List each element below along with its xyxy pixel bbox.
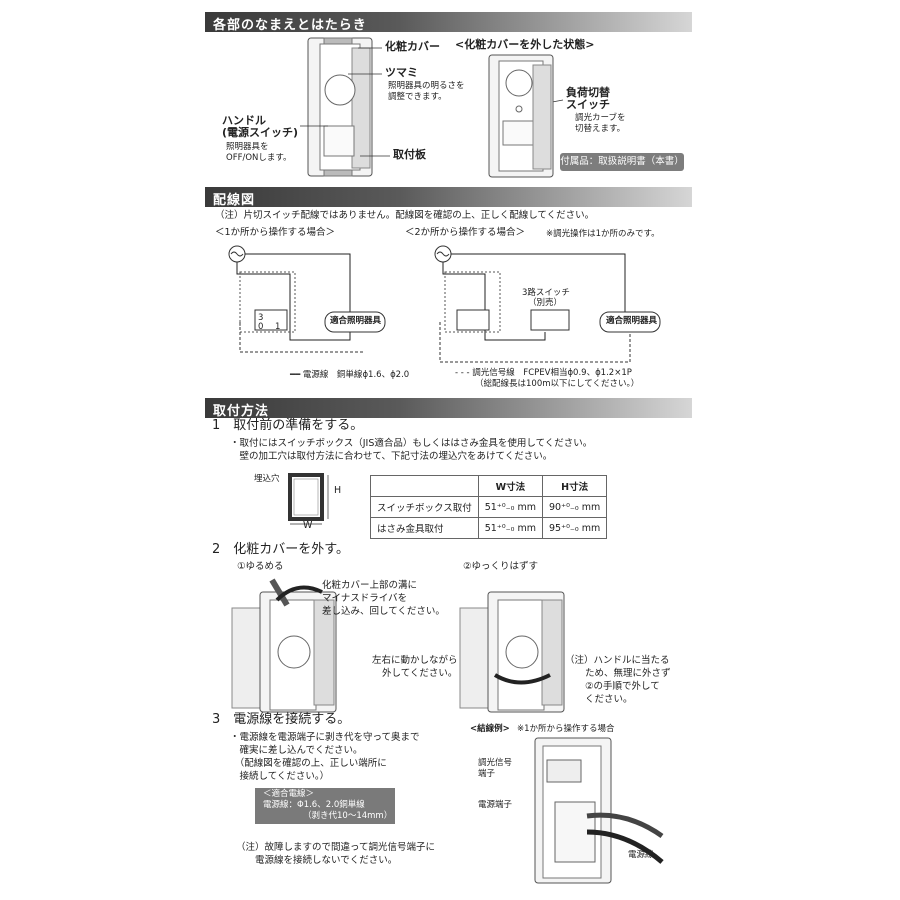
dimension-table: W寸法 H寸法 スイッチボックス取付 51⁺⁰₋₀ mm 90⁺⁰₋₀ mm は… xyxy=(370,475,608,539)
step-3-title: 3 電源線を接続する。 xyxy=(212,712,351,727)
remove-desc-2: 外してください。 xyxy=(382,668,458,679)
accessory-badge: 付属品：取扱説明書（本書） xyxy=(560,153,684,171)
plate-label: 取付板 xyxy=(393,148,426,161)
terminal-3-a: 3 xyxy=(258,313,264,323)
fixture-label-2: 適合照明器具 xyxy=(606,316,658,326)
table-cell: 51⁺⁰₋₀ mm xyxy=(477,517,543,539)
signal-terminal-label-2: 端子 xyxy=(478,769,496,779)
load-switch-label-2: スイッチ xyxy=(566,98,610,111)
legend-power: ━━ 電源線 銅単線ϕ1.6、ϕ2.0 xyxy=(290,370,410,380)
handle-desc-2: OFF/ONします。 xyxy=(226,153,292,163)
h-dimension-label: H xyxy=(334,485,342,496)
section-title-install: 取付方法 xyxy=(213,404,270,419)
power-wire-label: 電源線 xyxy=(628,850,654,860)
table-cell: はさみ金具取付 xyxy=(370,517,479,539)
step-1-text-2: 壁の加工穴は取付方法に合わせて、下記寸法の埋込穴をあけてください。 xyxy=(230,451,553,462)
three-way-label-1: 3路スイッチ xyxy=(522,288,570,298)
handle-desc-1: 照明器具を xyxy=(226,142,269,152)
cover-label: 化粧カバー xyxy=(385,40,440,53)
loosen-label: ①ゆるめる xyxy=(237,561,284,572)
step-3-text-2: 確実に差し込んでください。 xyxy=(230,745,363,756)
example-note: ※1か所から操作する場合 xyxy=(517,724,615,734)
step-3-text-1: ・電源線を電源端子に剥き代を守って奥まで xyxy=(230,732,420,743)
remove-note-1: （注）ハンドルに当たる xyxy=(565,655,670,666)
table-row: はさみ金具取付 51⁺⁰₋₀ mm 95⁺⁰₋₀ mm xyxy=(370,517,608,539)
remove-slowly-label: ②ゆっくりはずす xyxy=(463,561,539,572)
table-cell: スイッチボックス取付 xyxy=(370,496,479,518)
table-cell: 90⁺⁰₋₀ mm xyxy=(541,496,608,518)
wire-spec-title: ＜適合電線＞ xyxy=(263,789,315,799)
legend-signal-2: （総配線長は100m以下にしてください。） xyxy=(475,379,640,389)
remove-note-3: ②の手順で外して xyxy=(585,681,660,692)
step-3-note-2: 電源線を接続しないでください。 xyxy=(236,855,398,866)
table-header-cell: W寸法 xyxy=(477,475,543,497)
fixture-label-1: 適合照明器具 xyxy=(330,316,382,326)
wire-spec-line-2: （剥き代10〜14mm） xyxy=(303,811,393,821)
step-2-title: 2 化粧カバーを外す。 xyxy=(212,542,349,557)
legend-signal: - - - 調光信号線 FCPEV相当ϕ0.9、ϕ1.2×1P xyxy=(455,368,632,378)
wire-spec-box: ＜適合電線＞ 電源線：Φ1.6、2.0銅単線 （剥き代10〜14mm） xyxy=(255,788,395,824)
wiring-example-illustration xyxy=(534,737,664,884)
step-3-text-4: 接続してください。） xyxy=(230,771,330,782)
section-header-wiring: 配線図 xyxy=(205,187,692,208)
table-row: スイッチボックス取付 51⁺⁰₋₀ mm 90⁺⁰₋₀ mm xyxy=(370,496,608,518)
terminal-1-a: 1 xyxy=(275,322,281,332)
removed-title: <化粧カバーを外した状態> xyxy=(455,38,595,51)
table-header-cell: H寸法 xyxy=(541,475,608,497)
table-cell: 51⁺⁰₋₀ mm xyxy=(477,496,543,518)
loosen-desc-3: 差し込み、回してください。 xyxy=(322,606,445,617)
power-terminal-label: 電源端子 xyxy=(478,800,513,810)
load-switch-label-1: 負荷切替 xyxy=(566,86,610,99)
section-header-names: 各部のなまえとはたらき xyxy=(205,12,692,33)
mounting-hole-diagram xyxy=(288,473,329,525)
handle-label-1: ハンドル xyxy=(222,114,266,127)
wiring-case-2-note: ※調光操作は1か所のみです。 xyxy=(546,229,660,239)
signal-terminal-label-1: 調光信号 xyxy=(478,758,513,768)
wiring-case-2: ＜2か所から操作する場合＞ xyxy=(405,227,526,238)
section-header-install: 取付方法 xyxy=(205,398,692,419)
load-desc-1: 調光カーブを xyxy=(575,113,626,123)
remove-note-2: ため、無理に外さず xyxy=(585,668,671,679)
three-way-label-2: （別売） xyxy=(528,298,563,308)
remove-cover-illustration xyxy=(459,591,565,713)
loosen-cover-illustration xyxy=(231,578,337,713)
section-title-wiring: 配線図 xyxy=(213,193,256,208)
knob-desc-2: 調整できます。 xyxy=(388,92,447,102)
knob-desc-1: 照明器具の明るさを xyxy=(388,81,465,91)
section-title-names: 各部のなまえとはたらき xyxy=(213,18,367,33)
step-3-note-1: （注）故障しますので間違って調光信号端子に xyxy=(236,842,436,853)
remove-desc-1: 左右に動かしながら xyxy=(372,655,458,666)
loosen-desc-1: 化粧カバー上部の溝に xyxy=(322,580,418,591)
table-header-cell xyxy=(370,475,479,497)
wiring-diagram-double xyxy=(434,245,661,363)
table-cell: 95⁺⁰₋₀ mm xyxy=(541,517,608,539)
wire-spec-line-1: 電源線：Φ1.6、2.0銅単線 xyxy=(263,800,365,810)
wiring-note: （注）片切スイッチ配線ではありません。配線図を確認の上、正しく配線してください。 xyxy=(215,210,595,221)
remove-note-4: ください。 xyxy=(585,694,633,705)
wiring-diagram-single xyxy=(228,245,386,353)
table-header-row: W寸法 H寸法 xyxy=(370,475,608,497)
wiring-case-1: ＜1か所から操作する場合＞ xyxy=(215,227,336,238)
load-desc-2: 切替えます。 xyxy=(575,124,626,134)
knob-label: ツマミ xyxy=(385,66,418,79)
step-1-text-1: ・取付にはスイッチボックス（JIS適合品）もしくははさみ金具を使用してください。 xyxy=(230,438,593,449)
example-label: <結線例> xyxy=(470,724,510,734)
hole-label: 埋込穴 xyxy=(254,474,280,484)
switch-with-cover-illustration xyxy=(307,37,373,177)
terminal-0-a: 0 xyxy=(258,322,264,332)
handle-label-2: (電源スイッチ) xyxy=(222,126,299,139)
w-dimension-label: W xyxy=(303,520,313,531)
switch-without-cover-illustration xyxy=(488,54,554,178)
step-1-title: 1 取付前の準備をする。 xyxy=(212,418,364,433)
step-3-text-3: （配線図を確認の上、正しい端所に xyxy=(230,758,387,769)
loosen-desc-2: マイナスドライバを xyxy=(322,593,408,604)
